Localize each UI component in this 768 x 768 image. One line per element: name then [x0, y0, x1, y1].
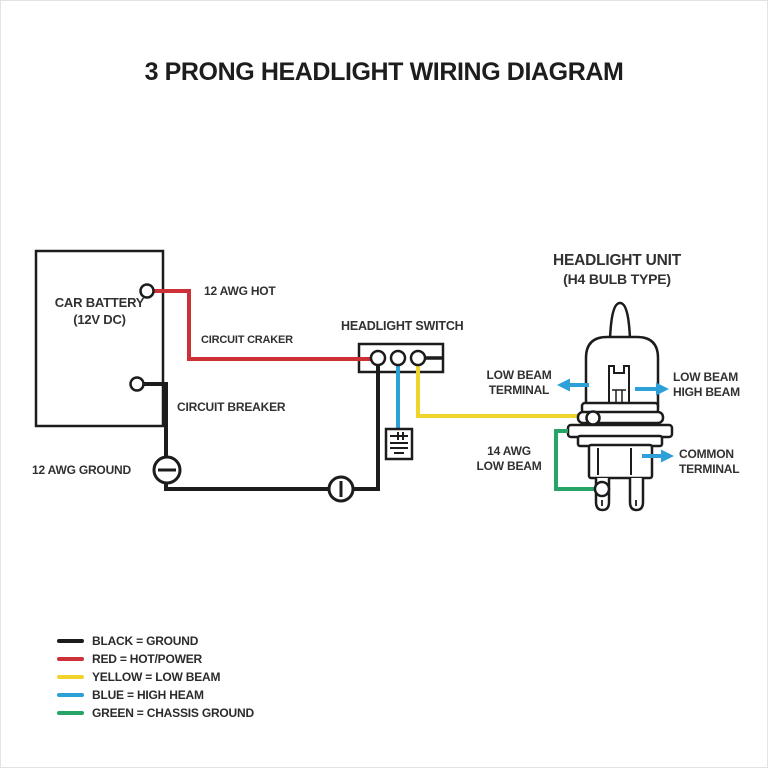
wire-green-chassis-ground	[554, 429, 596, 491]
label-circuit-craker: CIRCUIT CRAKER	[201, 334, 293, 346]
legend-swatch-black	[57, 638, 84, 644]
headlight-unit-title-line2: (H4 BULB TYPE)	[563, 271, 671, 287]
switch-terminal-1	[369, 349, 387, 367]
label-common-terminal-line1: COMMON	[679, 447, 734, 461]
car-battery-box	[34, 249, 165, 428]
switch-terminal-3	[409, 349, 427, 367]
low-beam-terminal-arrow-icon	[557, 378, 589, 392]
switch-terminal-2	[389, 349, 407, 367]
legend-row-blue: BLUE = HIGH HEAM	[57, 686, 254, 704]
battery-terminal-positive	[139, 283, 155, 299]
bulb-ground-terminal-circle	[593, 480, 611, 498]
inline-connector-symbol	[327, 475, 355, 503]
label-12-awg-hot: 12 AWG HOT	[204, 284, 276, 298]
legend-row-black: BLACK = GROUND	[57, 632, 254, 650]
headlight-bulb	[566, 301, 674, 512]
legend-label-red: RED = HOT/POWER	[92, 652, 203, 666]
low-high-beam-arrow-icon	[635, 382, 669, 396]
common-terminal-arrow-icon	[642, 449, 674, 463]
label-low-beam-terminal: LOW BEAM TERMINAL	[469, 368, 569, 398]
legend-label-blue: BLUE = HIGH HEAM	[92, 688, 204, 702]
label-low-high-beam: LOW BEAM HIGH BEAM	[673, 370, 740, 400]
legend-swatch-blue	[57, 692, 84, 698]
label-14-awg-low-beam: 14 AWG LOW BEAM	[463, 444, 555, 474]
legend-row-yellow: YELLOW = LOW BEAM	[57, 668, 254, 686]
label-14-awg-low-beam-line2: LOW BEAM	[476, 459, 542, 473]
wire-yellow-low-beam	[416, 360, 589, 418]
headlight-unit-title-line1: HEADLIGHT UNIT	[552, 252, 682, 269]
label-12-awg-ground: 12 AWG GROUND	[32, 463, 131, 477]
legend-swatch-red	[57, 656, 84, 662]
legend-swatch-yellow	[57, 674, 84, 680]
label-low-high-beam-line2: HIGH BEAM	[673, 385, 740, 399]
bulb-low-beam-terminal-circle	[585, 410, 601, 426]
label-low-beam-terminal-line2: TERMINAL	[488, 383, 550, 397]
page-title: 3 PRONG HEADLIGHT WIRING DIAGRAM	[144, 58, 624, 86]
legend-label-green: GREEN = CHASSIS GROUND	[92, 706, 254, 720]
wire-black-ground	[142, 358, 380, 491]
label-common-terminal-line2: TERMINAL	[679, 462, 740, 476]
legend-label-yellow: YELLOW = LOW BEAM	[92, 670, 221, 684]
legend-row-red: RED = HOT/POWER	[57, 650, 254, 668]
label-circuit-breaker: CIRCUIT BREAKER	[177, 400, 286, 414]
legend-row-green: GREEN = CHASSIS GROUND	[57, 704, 254, 722]
bulb-nipple	[608, 301, 632, 340]
label-headlight-switch: HEADLIGHT SWITCH	[341, 319, 464, 333]
label-low-beam-terminal-line1: LOW BEAM	[486, 368, 552, 382]
headlight-unit-title: HEADLIGHT UNIT (H4 BULB TYPE)	[537, 252, 697, 288]
dimmer-box	[384, 427, 414, 461]
label-common-terminal: COMMON TERMINAL	[679, 447, 740, 477]
ground-connector-symbol	[152, 455, 182, 485]
bulb-base	[566, 401, 674, 480]
label-low-high-beam-line1: LOW BEAM	[673, 370, 739, 384]
car-battery-label-line2: (12V DC)	[73, 312, 126, 327]
battery-terminal-negative	[129, 376, 145, 392]
legend-label-black: BLACK = GROUND	[92, 634, 199, 648]
car-battery-label: CAR BATTERY (12V DC)	[36, 294, 163, 328]
label-14-awg-low-beam-line1: 14 AWG	[487, 444, 531, 458]
legend: BLACK = GROUND RED = HOT/POWER YELLOW = …	[57, 632, 254, 722]
car-battery-label-line1: CAR BATTERY	[54, 295, 145, 310]
wire-red-hot	[151, 289, 378, 361]
legend-swatch-green	[57, 710, 84, 716]
bulb-filament	[608, 365, 630, 403]
bulb-prong-right	[628, 478, 645, 512]
